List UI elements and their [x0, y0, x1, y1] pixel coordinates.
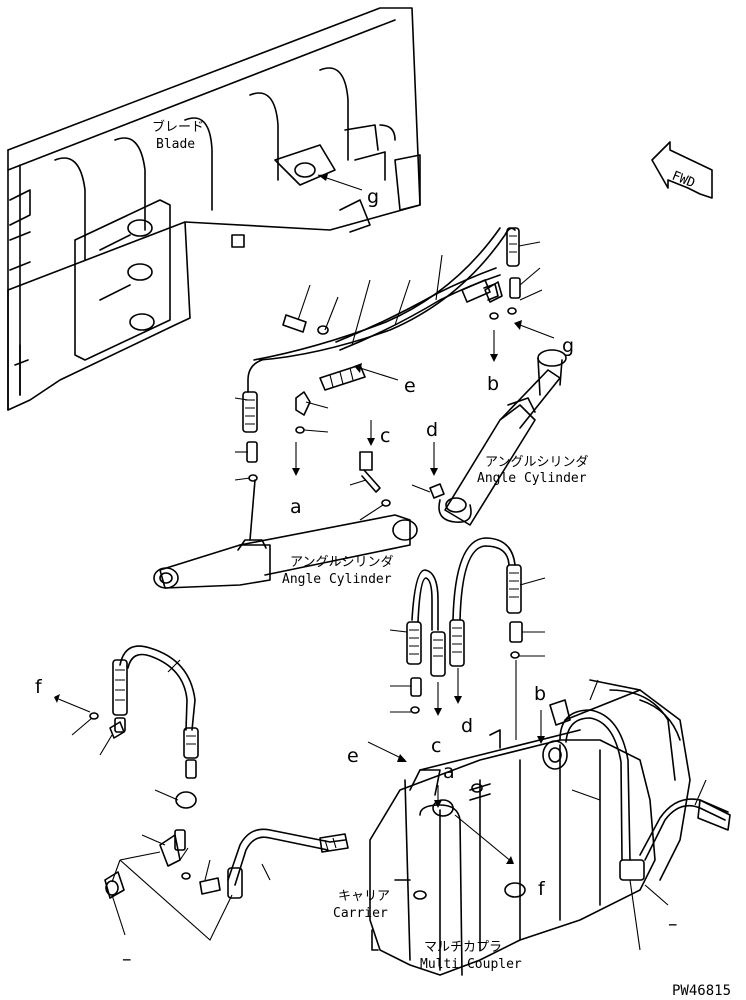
leader-lines-middle: [389, 577, 546, 713]
dash-label-right: –: [668, 913, 678, 935]
angle-cylinder-left-en: Angle Cylinder: [282, 572, 392, 587]
letter-b-lower: b: [534, 683, 546, 705]
leader-lines-carrier: [571, 679, 707, 951]
angle-cylinder-right-jp: アングルシリンダ: [485, 455, 588, 470]
blade-label-jp: ブレード: [152, 119, 204, 135]
letter-c-upper: c: [380, 425, 390, 447]
multi-coupler-label-en: Multi Coupler: [420, 957, 522, 972]
carrier-hoses: [549, 699, 731, 881]
carrier-label-en: Carrier: [333, 906, 388, 921]
letter-c-lower: c: [431, 735, 441, 757]
letter-e-lower: e: [347, 745, 359, 767]
letter-a-upper: a: [290, 496, 302, 518]
letter-f-lower: f: [538, 878, 546, 900]
angle-cylinder-left: [153, 479, 418, 589]
letter-b-upper: b: [487, 373, 499, 395]
multi-coupler-label-jp: マルチカプラ: [424, 940, 502, 955]
leader-lines-upper: [234, 241, 543, 521]
angle-cylinder-right-en: Angle Cylinder: [477, 471, 587, 486]
letter-d-lower: d: [461, 715, 473, 737]
leader-lines-lower-left: [71, 659, 271, 941]
angle-cylinder-left-jp: アングルシリンダ: [290, 555, 393, 570]
blade-drawing: [7, 7, 421, 411]
upper-hose-assembly: [242, 227, 521, 507]
angle-cylinder-right: [438, 349, 567, 526]
letter-f-upper-left: f: [35, 676, 43, 698]
letter-g-top: g: [367, 186, 379, 208]
letter-e-upper: e: [404, 375, 416, 397]
letter-d-upper: d: [426, 419, 438, 441]
dash-label-left: –: [122, 948, 132, 970]
letter-g-upper: g: [562, 335, 574, 357]
fwd-arrow: FWD: [651, 141, 713, 199]
carrier-label-jp: キャリア: [338, 889, 390, 904]
carrier-assembly: [369, 679, 691, 976]
middle-hoses: [406, 537, 523, 740]
fwd-label: FWD: [670, 169, 698, 192]
lower-left-hose-assembly: [89, 645, 349, 899]
blade-label-en: Blade: [156, 137, 195, 152]
drawing-code: PW46815: [672, 983, 731, 999]
